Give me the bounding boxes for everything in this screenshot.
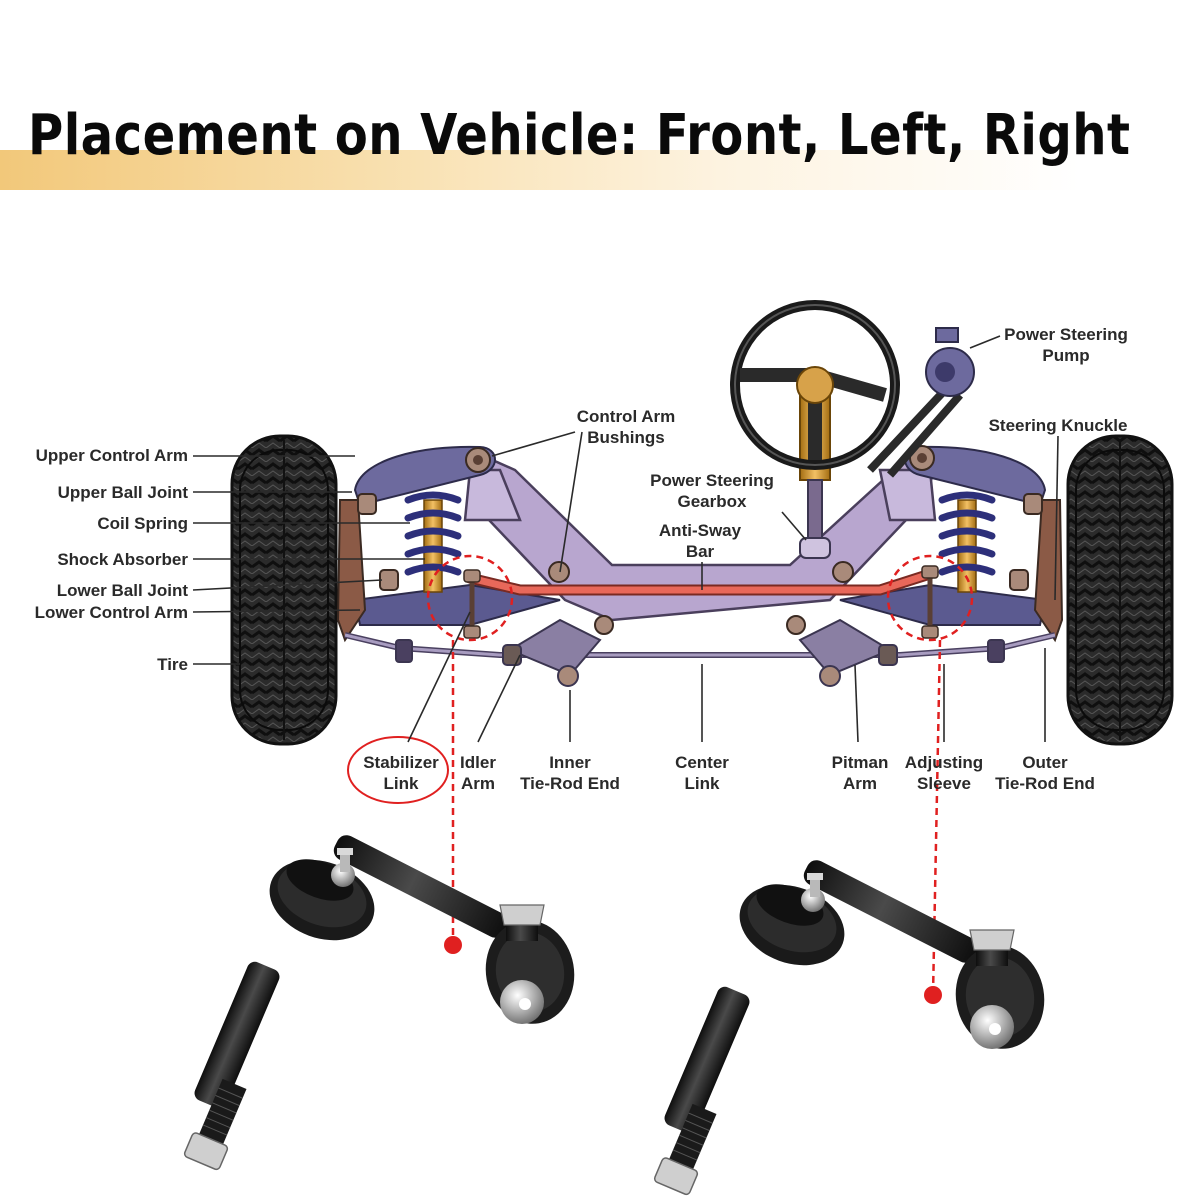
label-tire: Tire: [157, 655, 188, 674]
steering-knuckle-left: [336, 499, 367, 643]
title-accent-band: [0, 150, 1200, 190]
label-shock-absorber: Shock Absorber: [57, 550, 188, 569]
label-lower-ball-joint: Lower Ball Joint: [56, 581, 188, 600]
highlight-circle-left: [426, 554, 514, 642]
red-dot-icon: [444, 936, 462, 954]
label-steering-knuckle: Steering Knuckle: [988, 416, 1128, 435]
page-title: Placement on Vehicle: Front, Left, Right: [28, 103, 1131, 168]
red-dot-right: [924, 986, 942, 1004]
anti-sway-bar: [464, 568, 936, 596]
label-power-steering-pump: Power Steering Pump: [1004, 325, 1128, 365]
steering-linkage: [344, 618, 1056, 687]
label-adjusting-sleeve: Adjusting Sleeve: [904, 753, 984, 793]
label-pointer-lines: [192, 335, 1059, 743]
coil-spring-right: [938, 491, 996, 593]
crossmember-frame: [463, 448, 942, 622]
stabilizer-link-left: [463, 569, 481, 639]
label-upper-ball-joint: Upper Ball Joint: [57, 483, 188, 502]
label-power-steering-gearbox: Power Steering Gearbox: [650, 471, 774, 511]
label-control-arm-bushings: Control Arm Bushings: [576, 407, 676, 447]
steering-wheel-icon: [730, 300, 900, 559]
lower-control-arm-left: [353, 583, 561, 626]
label-coil-spring: Coil Spring: [97, 514, 188, 533]
label-lower-control-arm: Lower Control Arm: [34, 603, 188, 622]
label-inner-tie-rod-end: Inner Tie-Rod End: [520, 753, 620, 793]
right-tire-icon: [1066, 434, 1174, 746]
lower-control-arm-right: [839, 583, 1047, 626]
stabilizer-link-right: [921, 565, 939, 639]
label-idler-arm: Idler Arm: [460, 753, 496, 793]
upper-control-arm-left: [353, 445, 496, 507]
coil-spring-icon: [404, 491, 462, 593]
stabilizer-label-highlight: [347, 736, 449, 804]
label-pitman-arm: Pitman Arm: [831, 753, 889, 793]
label-center-link: Center Link: [675, 753, 729, 793]
label-stabilizer-link: Stabilizer Link: [363, 753, 439, 793]
ball-joints: [357, 493, 1043, 635]
steering-knuckle-right: [1033, 499, 1064, 643]
stabilizer-link-product-right: [653, 860, 1045, 1196]
highlight-circle-right: [886, 554, 974, 642]
label-anti-sway-bar: Anti-Sway Bar: [658, 521, 742, 561]
stabilizer-link-icon: [183, 835, 575, 1171]
label-upper-control-arm: Upper Control Arm: [35, 446, 188, 465]
label-outer-tie-rod-end: Outer Tie-Rod End: [995, 753, 1095, 793]
left-tire-icon: [230, 434, 338, 746]
power-steering-pump: [867, 327, 975, 478]
